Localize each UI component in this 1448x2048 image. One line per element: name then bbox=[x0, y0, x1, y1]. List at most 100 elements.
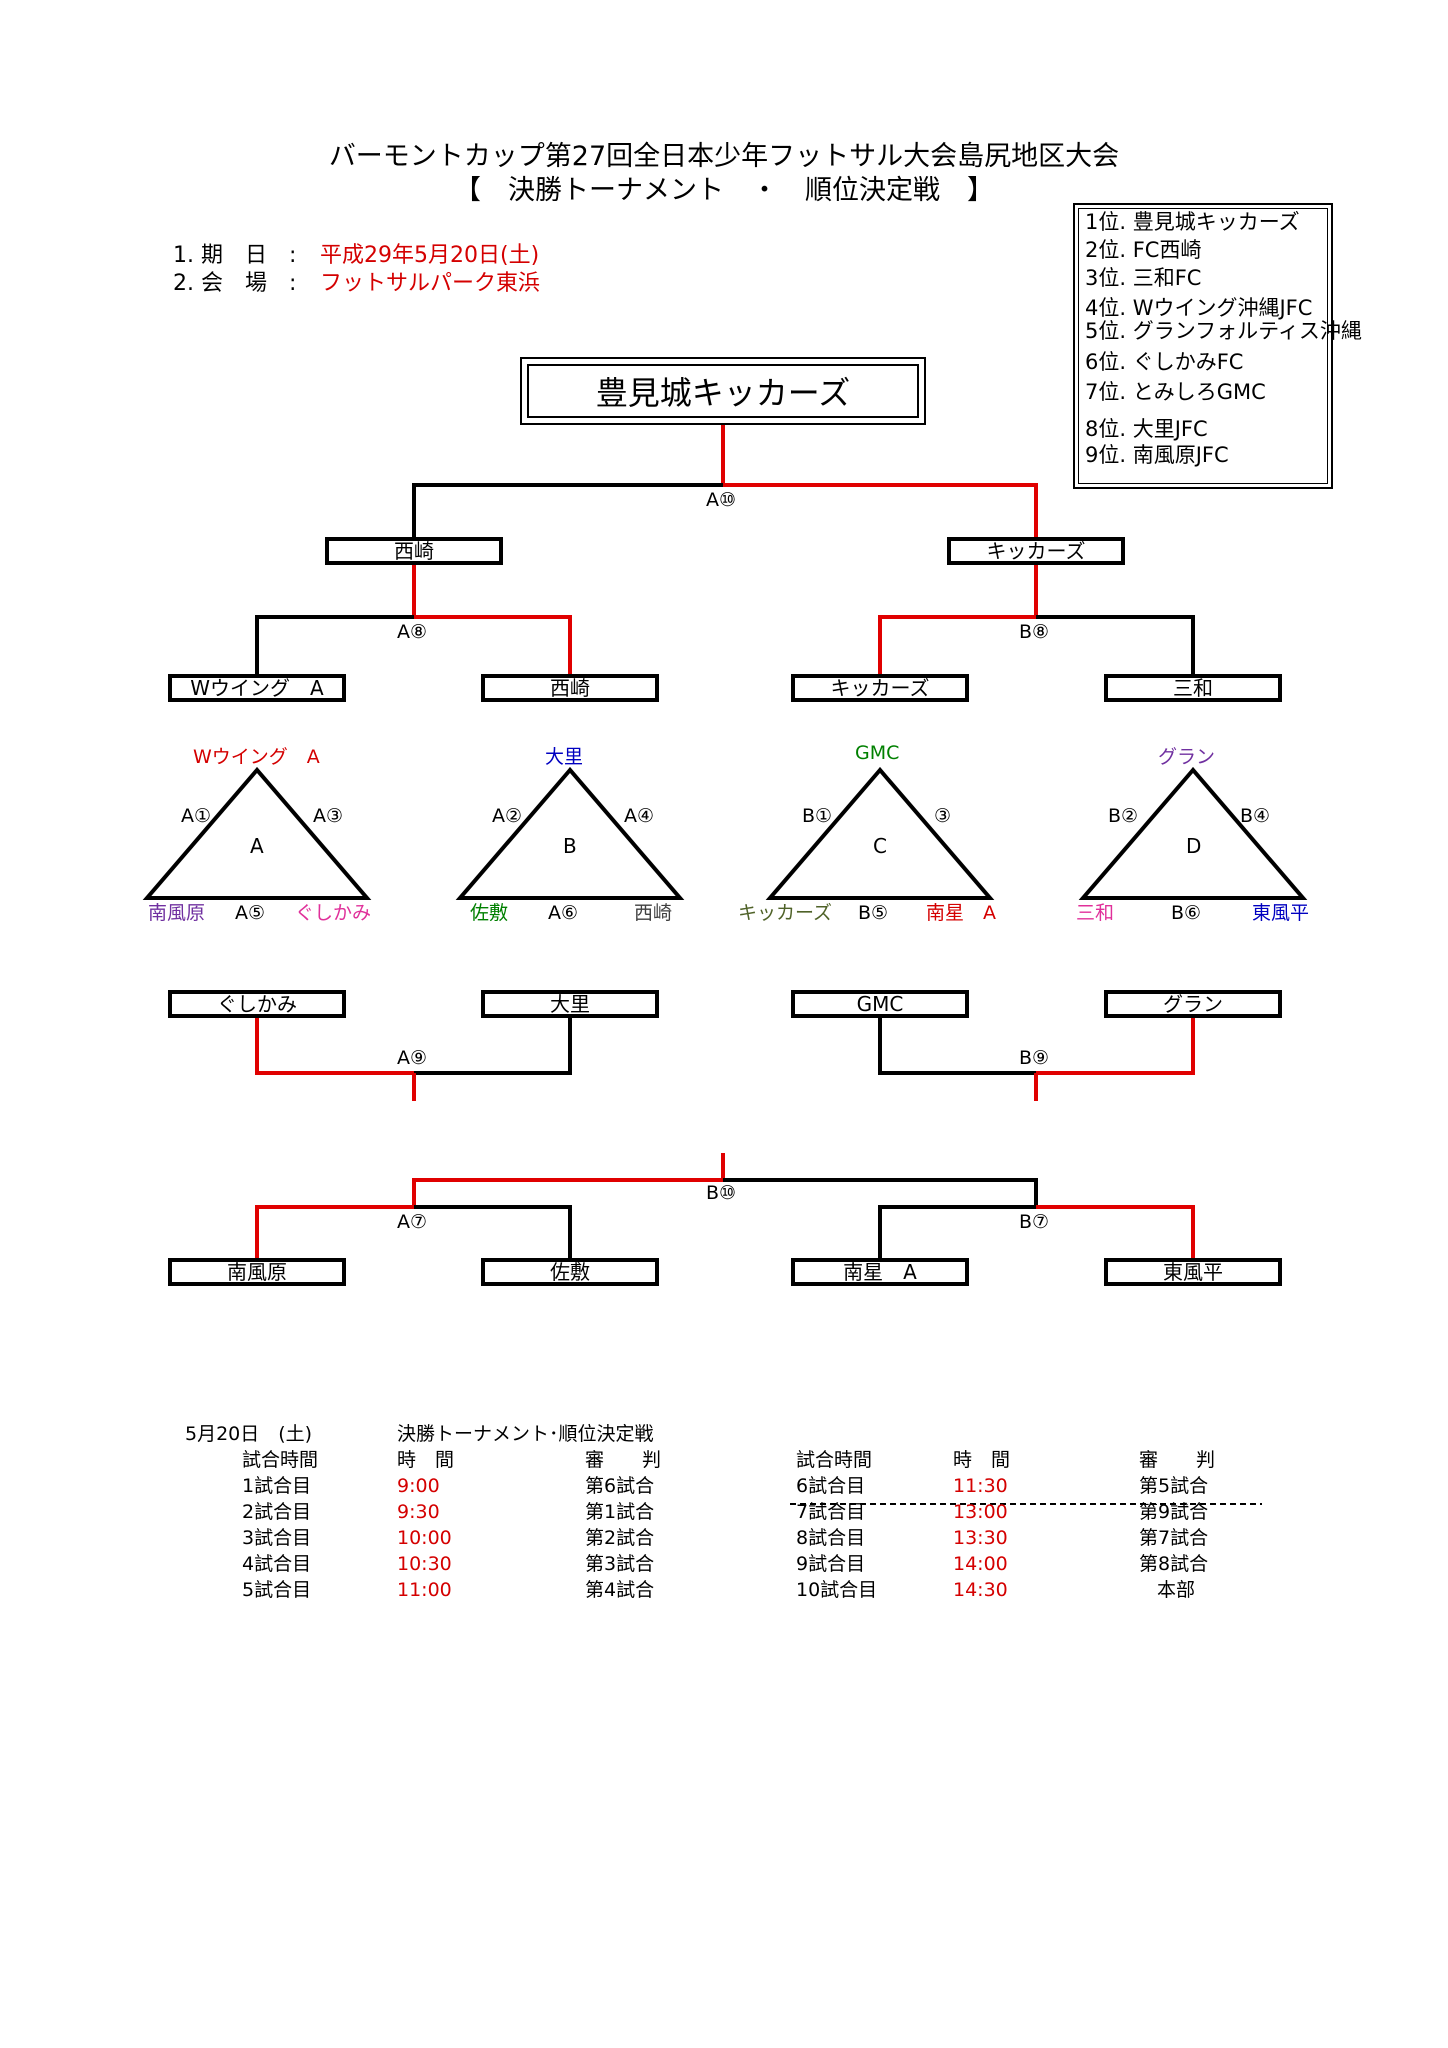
group-c-match-bottom: B⑤ bbox=[858, 902, 889, 924]
schedule-left-match: 5試合目 bbox=[242, 1579, 312, 1601]
schedule-left-match: 3試合目 bbox=[242, 1527, 312, 1549]
schedule-left-match: 1試合目 bbox=[242, 1475, 312, 1497]
match-label-semi-right: B⑧ bbox=[1019, 621, 1050, 643]
schedule-col-ref-right: 審 判 bbox=[1139, 1449, 1216, 1471]
group-a-match-left: A① bbox=[181, 805, 212, 827]
group-a-letter: A bbox=[250, 834, 264, 858]
ranking-item: 2位. FC西崎 bbox=[1085, 238, 1202, 262]
match-label-ninth-right: B⑨ bbox=[1019, 1047, 1050, 1069]
group-d-match-bottom: B⑥ bbox=[1171, 902, 1202, 924]
group-b-right-team: 西崎 bbox=[634, 902, 673, 924]
group-a-match-bottom: A⑤ bbox=[235, 902, 266, 924]
seventh-right-winner-line bbox=[1036, 1205, 1195, 1258]
group-d-letter: D bbox=[1186, 834, 1202, 858]
seventh-left-winner-line bbox=[255, 1205, 414, 1258]
qf-team-box: キッカーズ bbox=[791, 674, 969, 702]
group-a-right-team: ぐしかみ bbox=[295, 902, 372, 924]
page-subtitle: 【 決勝トーナメント ・ 順位決定戦 】 bbox=[454, 175, 994, 206]
group-b-match-left: A② bbox=[492, 805, 523, 827]
semi-right-team-box: キッカーズ bbox=[947, 537, 1125, 565]
group-b-triangle bbox=[455, 766, 685, 900]
schedule-right-ref: 第5試合 bbox=[1139, 1475, 1209, 1497]
schedule-col-time-left: 時 間 bbox=[397, 1449, 455, 1471]
semi-left-winner-line bbox=[414, 615, 572, 676]
b-final-left-line bbox=[412, 1178, 723, 1207]
group-c-top-team: GMC bbox=[855, 742, 900, 764]
bottom-team-box: 佐敷 bbox=[481, 1258, 659, 1286]
schedule-right-ref: 第7試合 bbox=[1139, 1527, 1209, 1549]
match-label-seventh-right: B⑦ bbox=[1019, 1211, 1050, 1233]
group-d-left-team: 三和 bbox=[1076, 902, 1115, 924]
group-a-top-team: Wウイング A bbox=[193, 746, 320, 768]
group-c-triangle bbox=[765, 766, 995, 900]
seventh-right-branch-line bbox=[878, 1205, 1036, 1258]
date-label: 1. 期 日 : bbox=[173, 243, 297, 268]
schedule-date: 5月20日 (土) bbox=[185, 1423, 313, 1445]
final-right-line bbox=[723, 483, 1038, 537]
schedule-col-match-right: 試合時間 bbox=[796, 1449, 873, 1471]
ranking-item: 6位. ぐしかみFC bbox=[1085, 350, 1244, 374]
group-d-top-team: グラン bbox=[1158, 746, 1216, 768]
page-title: バーモントカップ第27回全日本少年フットサル大会島尻地区大会 bbox=[328, 141, 1120, 172]
qf-team-box: 三和 bbox=[1104, 674, 1282, 702]
schedule-left-time: 9:30 bbox=[397, 1501, 440, 1523]
group-b-letter: B bbox=[563, 834, 577, 858]
schedule-left-time: 10:00 bbox=[397, 1527, 452, 1549]
ninth-team-box: グラン bbox=[1104, 990, 1282, 1018]
champion-name: 豊見城キッカーズ bbox=[527, 364, 919, 418]
schedule-left-ref: 第3試合 bbox=[585, 1553, 655, 1575]
group-b-match-right: A④ bbox=[624, 805, 655, 827]
ninth-right-winner-line bbox=[1036, 1018, 1195, 1075]
qf-team-box: Wウイング A bbox=[168, 674, 346, 702]
schedule-left-time: 9:00 bbox=[397, 1475, 440, 1497]
group-d-right-team: 東風平 bbox=[1252, 902, 1310, 924]
schedule-right-match: 6試合目 bbox=[796, 1475, 866, 1497]
ninth-team-box: ぐしかみ bbox=[168, 990, 346, 1018]
final-left-line bbox=[412, 483, 723, 537]
schedule-right-time: 11:30 bbox=[953, 1475, 1008, 1497]
group-b-top-team: 大里 bbox=[545, 746, 584, 768]
schedule-right-time: 13:00 bbox=[953, 1501, 1008, 1523]
schedule-right-ref: 本部 bbox=[1157, 1579, 1196, 1601]
schedule-left-match: 4試合目 bbox=[242, 1553, 312, 1575]
group-c-left-team: キッカーズ bbox=[738, 902, 833, 924]
ranking-item: 9位. 南風原JFC bbox=[1085, 443, 1229, 467]
schedule-right-match: 8試合目 bbox=[796, 1527, 866, 1549]
ranking-item: 8位. 大里JFC bbox=[1085, 417, 1208, 441]
ranking-item: 7位. とみしろGMC bbox=[1085, 380, 1266, 404]
b-final-right-line bbox=[723, 1178, 1038, 1207]
group-a-left-team: 南風原 bbox=[148, 902, 206, 924]
schedule-left-time: 10:30 bbox=[397, 1553, 452, 1575]
ninth-left-branch-line bbox=[414, 1018, 572, 1075]
schedule-right-ref: 第9試合 bbox=[1139, 1501, 1209, 1523]
schedule-right-time: 13:30 bbox=[953, 1527, 1008, 1549]
bottom-team-box: 東風平 bbox=[1104, 1258, 1282, 1286]
group-d-triangle bbox=[1078, 766, 1308, 900]
group-b-match-bottom: A⑥ bbox=[548, 902, 579, 924]
semi-right-winner-line bbox=[878, 615, 1036, 676]
semi-left-branch-line bbox=[255, 615, 414, 676]
venue-label: 2. 会 場 : bbox=[173, 271, 297, 296]
schedule-right-time: 14:00 bbox=[953, 1553, 1008, 1575]
ranking-item: 5位. グランフォルティス沖縄 bbox=[1085, 319, 1362, 343]
schedule-left-ref: 第6試合 bbox=[585, 1475, 655, 1497]
group-a-triangle bbox=[142, 766, 372, 900]
bottom-team-box: 南星 A bbox=[791, 1258, 969, 1286]
semi-left-team-box: 西崎 bbox=[325, 537, 503, 565]
venue-value: フットサルパーク東浜 bbox=[320, 271, 541, 296]
schedule-heading: 決勝トーナメント･順位決定戦 bbox=[397, 1423, 654, 1445]
ninth-right-branch-line bbox=[878, 1018, 1036, 1075]
seventh-left-branch-line bbox=[414, 1205, 572, 1258]
match-label-final: A⑩ bbox=[706, 489, 737, 511]
ninth-team-box: GMC bbox=[791, 990, 969, 1018]
schedule-right-time: 14:30 bbox=[953, 1579, 1008, 1601]
schedule-left-ref: 第4試合 bbox=[585, 1579, 655, 1601]
date-value: 平成29年5月20日(土) bbox=[320, 243, 540, 268]
ranking-box: 1位. 豊見城キッカーズ 2位. FC西崎 3位. 三和FC 4位. Wウイング… bbox=[1073, 203, 1362, 489]
schedule-left-time: 11:00 bbox=[397, 1579, 452, 1601]
schedule-right-match: 7試合目 bbox=[796, 1501, 866, 1523]
group-d-match-right: B④ bbox=[1240, 805, 1271, 827]
semi-right-branch-line bbox=[1036, 615, 1195, 676]
ranking-item: 3位. 三和FC bbox=[1085, 266, 1202, 290]
match-label-ninth-left: A⑨ bbox=[397, 1047, 428, 1069]
